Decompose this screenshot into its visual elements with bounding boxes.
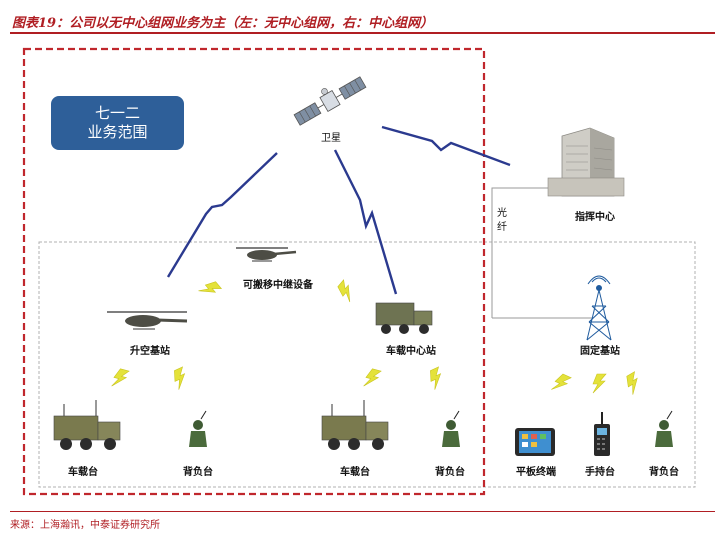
satellite-icon bbox=[293, 76, 367, 126]
label-portable-relay: 可搬移中继设备 bbox=[243, 280, 313, 291]
truck-mid-icon bbox=[321, 400, 389, 450]
truck-center-icon bbox=[375, 302, 433, 334]
fiber-link bbox=[491, 187, 548, 318]
soldier-mid-icon bbox=[442, 410, 460, 447]
badge-line2: 业务范围 bbox=[87, 123, 148, 141]
label-backpack-right: 背负台 bbox=[649, 467, 679, 478]
label-vehicle-terminal-left: 车载台 bbox=[68, 467, 98, 478]
label-fiber: 光纤 bbox=[497, 208, 507, 233]
soldier-right-icon bbox=[655, 410, 673, 447]
figure-source: 来源：上海瀚讯，中泰证券研究所 bbox=[10, 520, 160, 531]
satellite-link-left bbox=[166, 152, 278, 278]
label-airborne-station: 升空基站 bbox=[130, 346, 170, 357]
label-command-center: 指挥中心 bbox=[575, 212, 615, 223]
label-tablet-terminal: 平板终端 bbox=[516, 467, 556, 478]
label-vehicle-center-station: 车载中心站 bbox=[386, 346, 436, 357]
figure-title: 图表19：公司以无中心组网业务为主（左：无中心组网，右：中心组网） bbox=[12, 16, 434, 31]
network-area-box bbox=[38, 241, 696, 488]
bolts bbox=[111, 278, 645, 396]
label-satellite: 卫星 bbox=[321, 133, 341, 144]
label-backpack-left: 背负台 bbox=[183, 467, 213, 478]
source-rule bbox=[10, 511, 715, 512]
building-icon bbox=[547, 127, 625, 197]
helicopter-relay-icon bbox=[236, 247, 297, 262]
label-backpack-mid: 背负台 bbox=[435, 467, 465, 478]
tablet-icon bbox=[515, 428, 555, 456]
helicopter-airborne-icon bbox=[107, 311, 188, 330]
label-fixed-station: 固定基站 bbox=[580, 346, 620, 357]
title-rule bbox=[10, 32, 715, 34]
badge-line1: 七一二 bbox=[94, 104, 140, 122]
label-vehicle-terminal-mid: 车载台 bbox=[340, 467, 370, 478]
soldier-left-icon bbox=[189, 410, 207, 447]
satellite-link-command bbox=[381, 125, 511, 167]
radio-tower-icon bbox=[586, 275, 612, 341]
satellite-link-right bbox=[333, 149, 398, 295]
handheld-radio-icon bbox=[594, 412, 610, 456]
truck-left-icon bbox=[53, 400, 121, 450]
label-handheld: 手持台 bbox=[585, 467, 615, 478]
company-scope-box bbox=[22, 47, 486, 496]
company-scope-badge: 七一二 业务范围 bbox=[51, 96, 184, 150]
